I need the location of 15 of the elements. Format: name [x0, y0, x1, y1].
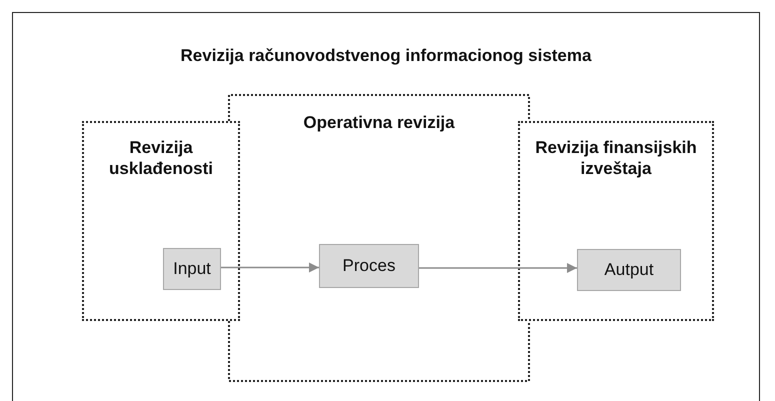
region-heading: Operativna revizija	[302, 112, 456, 134]
dotted-region	[82, 121, 240, 321]
box-label: Proces	[342, 255, 396, 277]
region-heading: Revizija usklađenosti	[108, 137, 214, 180]
outer-frame	[12, 12, 760, 401]
dotted-region	[518, 121, 714, 321]
region-heading: Revizija računovodstvenog informacionog sistema	[180, 45, 592, 66]
box-label: Autput	[604, 259, 654, 281]
arrow	[419, 263, 577, 273]
process-box	[319, 244, 419, 288]
process-box	[163, 248, 221, 290]
box-label: Input	[173, 258, 211, 280]
arrow	[221, 262, 319, 272]
region-heading: Revizija finansijskih izveštaja	[534, 137, 698, 180]
process-box	[577, 249, 681, 291]
